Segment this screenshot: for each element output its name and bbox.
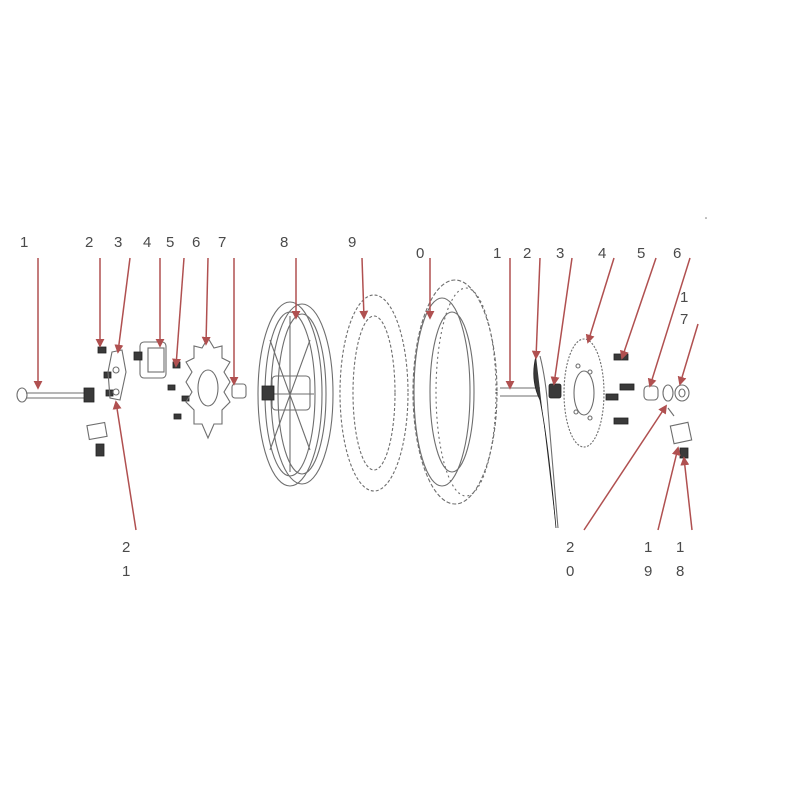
stray-mark (705, 217, 707, 219)
brake-disc-part (185, 336, 231, 440)
wheel-rim-part (257, 301, 334, 487)
right-axle-part (500, 387, 540, 397)
callout-17-digit-2: 7 (680, 311, 688, 328)
callout-18-digit-1: 1 (676, 539, 684, 556)
callout-11: 1 (493, 245, 501, 262)
callout-labels: 1 2 3 4 5 6 7 8 9 0 1 2 3 4 5 6 1 7 2 1 … (20, 234, 688, 580)
left-chain-adjuster-part (86, 421, 108, 457)
callout-5: 5 (166, 234, 174, 251)
callout-7: 7 (218, 234, 226, 251)
brake-caliper-part (133, 341, 167, 379)
sprocket-nut-part (548, 383, 562, 399)
drive-chain-part (533, 355, 559, 529)
sprocket-bolts-part (605, 353, 635, 425)
callout-10: 0 (416, 245, 424, 262)
inner-tube-part (339, 294, 409, 492)
callout-20-digit-2: 0 (566, 563, 574, 580)
callout-15: 5 (637, 245, 645, 262)
callout-13: 3 (556, 245, 564, 262)
callout-18-digit-2: 8 (676, 563, 684, 580)
tire-part (412, 279, 498, 505)
callout-14: 4 (598, 245, 606, 262)
callout-16: 6 (673, 245, 681, 262)
callout-8: 8 (280, 234, 288, 251)
callout-17-digit-1: 1 (680, 289, 688, 306)
callout-19-digit-2: 9 (644, 563, 652, 580)
left-bolts-part (97, 346, 190, 420)
callout-1: 1 (20, 234, 28, 251)
right-spacer-part (643, 385, 659, 401)
callout-arrows (33, 257, 699, 531)
callout-3: 3 (114, 234, 122, 251)
callout-12: 2 (523, 245, 531, 262)
callout-21-digit-1: 2 (122, 539, 130, 556)
axle-part (16, 387, 95, 403)
callout-19-digit-1: 1 (644, 539, 652, 556)
axle-nut-part (662, 384, 690, 402)
callout-6: 6 (192, 234, 200, 251)
rear-sprocket-part (563, 338, 605, 448)
callout-4: 4 (143, 234, 151, 251)
callout-20-digit-1: 2 (566, 539, 574, 556)
callout-2: 2 (85, 234, 93, 251)
left-spacer-part (231, 383, 247, 399)
callout-9: 9 (348, 234, 356, 251)
right-chain-adjuster-part (667, 407, 693, 459)
callout-21-digit-2: 1 (122, 563, 130, 580)
